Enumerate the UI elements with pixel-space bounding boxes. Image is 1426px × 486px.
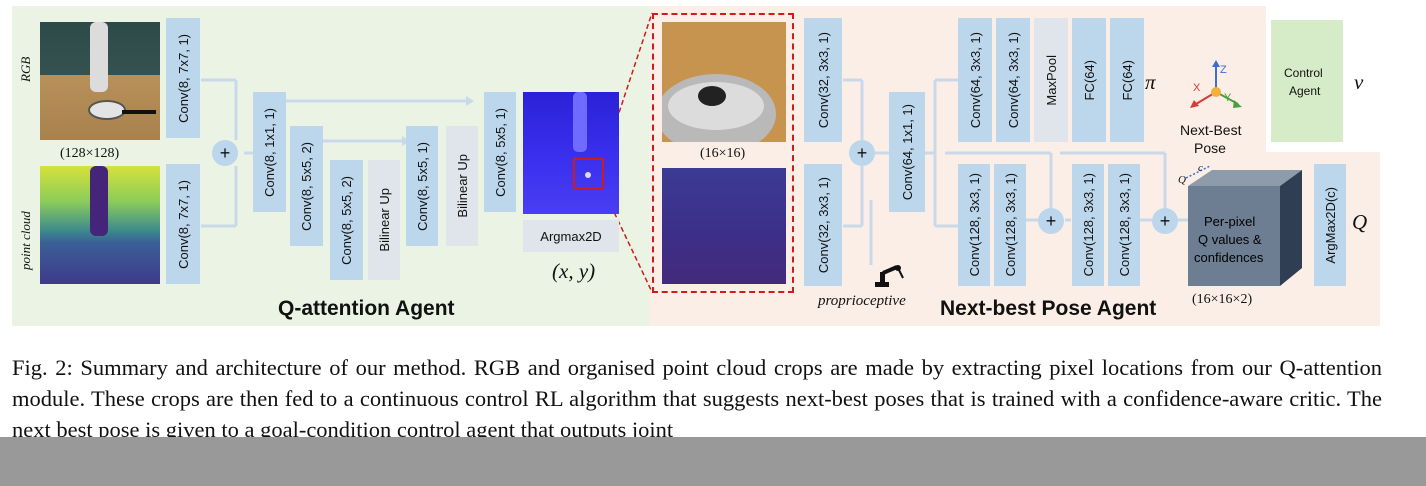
conv-32-bottom-box: Conv(32, 3x3, 1)	[804, 164, 842, 286]
robot-arm-icon-svg	[875, 265, 904, 287]
crop-frame	[652, 13, 794, 293]
figure-caption: Fig. 2: Summary and architecture of our …	[12, 355, 1382, 442]
point-cloud-label: point cloud	[18, 211, 33, 270]
point-cloud-crop-image	[662, 168, 786, 284]
cube-text-1: Per-pixel	[1204, 214, 1256, 229]
v-label: v	[1354, 70, 1364, 94]
axes-icon	[1190, 60, 1242, 108]
bilinear-up-2-box: Bilinear Up	[446, 126, 478, 246]
conv-5x5-c-box: Conv(8, 5x5, 1)	[406, 126, 438, 246]
add-icon: +	[849, 140, 875, 166]
rgb-label: RGB	[18, 56, 33, 82]
conv-5x5-a-box: Conv(8, 5x5, 2)	[290, 126, 323, 246]
conv-5x5-c-text: Conv(8, 5x5, 1)	[414, 141, 430, 231]
axis-y-label: Y	[1224, 92, 1232, 104]
conv-128-c-box: Conv(128, 3x3, 1)	[1072, 164, 1104, 286]
argmax2d-box: Argmax2D	[523, 220, 619, 252]
pi-label: π	[1145, 70, 1156, 94]
conv-128-b-box: Conv(128, 3x3, 1)	[994, 164, 1026, 286]
conv-64-a-text: Conv(64, 3x3, 1)	[967, 31, 983, 129]
q-value-cube	[1185, 165, 1302, 286]
cube-c-label: c	[1198, 162, 1203, 174]
conv-1x1-box: Conv(8, 1x1, 1)	[253, 92, 286, 212]
conv-32-bottom-text: Conv(32, 3x3, 1)	[815, 176, 831, 274]
cube-text-2: Q values &	[1198, 232, 1262, 247]
conv-5x5-a-text: Conv(8, 5x5, 2)	[299, 141, 314, 231]
bilinear-up-1-text: Bilinear Up	[376, 188, 392, 252]
conv-5x5-d-text: Conv(8, 5x5, 1)	[492, 107, 508, 197]
conv-5x5-b-box: Conv(8, 5x5, 2)	[330, 160, 363, 280]
add-icon: +	[212, 140, 238, 166]
bilinear-up-2-text: Bilinear Up	[454, 154, 470, 218]
argmax2d-text: Argmax2D	[540, 228, 602, 244]
conv-1x1-text: Conv(8, 1x1, 1)	[262, 107, 277, 197]
argmax-c-box: ArgMax2D(c)	[1314, 164, 1346, 286]
add-icon: +	[1038, 208, 1064, 234]
proprioceptive-label: proprioceptive	[818, 293, 906, 309]
maxpool-text: MaxPool	[1043, 54, 1059, 106]
conv-5x5-b-text: Conv(8, 5x5, 2)	[339, 175, 354, 265]
conv-128-b-text: Conv(128, 3x3, 1)	[1002, 173, 1018, 277]
conv-32-top-text: Conv(32, 3x3, 1)	[815, 31, 831, 129]
conv-rgb-box: Conv(8, 7x7, 1)	[166, 18, 200, 138]
xy-label: (x, y)	[552, 259, 596, 283]
conv-64-a-box: Conv(64, 3x3, 1)	[958, 18, 992, 142]
control-agent-box	[1271, 20, 1343, 142]
next-best-pose-label-1: Next-Best	[1180, 122, 1242, 138]
cube-size-label: (16×16×2)	[1192, 292, 1253, 307]
conv-128-a-text: Conv(128, 3x3, 1)	[966, 173, 982, 277]
point-cloud-image	[40, 166, 160, 284]
control-agent-label-1: Control	[1284, 66, 1323, 80]
conv-128-c-text: Conv(128, 3x3, 1)	[1080, 173, 1096, 277]
rgb-crop-image	[662, 22, 786, 142]
bilinear-up-1-box: Bilinear Up	[368, 160, 400, 280]
fc-a-box: FC(64)	[1072, 18, 1106, 142]
maxpool-box: MaxPool	[1034, 18, 1068, 142]
conv-rgb-text: Conv(8, 7x7, 1)	[175, 33, 191, 123]
conv-32-top-box: Conv(32, 3x3, 1)	[804, 18, 842, 142]
conv-pc-text: Conv(8, 7x7, 1)	[175, 179, 191, 269]
input-size-label: (128×128)	[60, 146, 120, 161]
cube-q-label: Q	[1178, 174, 1186, 186]
cube-text-3: confidences	[1194, 250, 1264, 265]
conv-128-a-box: Conv(128, 3x3, 1)	[958, 164, 990, 286]
argmax-c-text: ArgMax2D(c)	[1322, 186, 1338, 264]
next-best-pose-label-2: Pose	[1194, 140, 1226, 156]
conv-64-1x1-box: Conv(64, 1x1, 1)	[889, 92, 925, 212]
rgb-image	[40, 22, 160, 140]
q-attention-title: Q-attention Agent	[278, 297, 455, 320]
conv-64-b-text: Conv(64, 3x3, 1)	[1005, 31, 1021, 129]
conv-128-d-box: Conv(128, 3x3, 1)	[1108, 164, 1140, 286]
control-agent-label-2: Agent	[1289, 84, 1321, 98]
add-icon: +	[1152, 208, 1178, 234]
fc-b-text: FC(64)	[1119, 59, 1135, 101]
axis-x-label: X	[1193, 82, 1201, 94]
conv-128-d-text: Conv(128, 3x3, 1)	[1116, 173, 1132, 277]
attention-map-image	[523, 92, 619, 214]
fc-b-box: FC(64)	[1110, 18, 1144, 142]
axis-z-label: Z	[1220, 64, 1227, 76]
fc-a-text: FC(64)	[1081, 59, 1097, 101]
conv-64-b-box: Conv(64, 3x3, 1)	[996, 18, 1030, 142]
conv-pc-box: Conv(8, 7x7, 1)	[166, 164, 200, 284]
conv-5x5-d-box: Conv(8, 5x5, 1)	[484, 92, 516, 212]
gray-overlay-band	[0, 437, 1426, 486]
robot-arm-icon	[873, 264, 907, 288]
q-label: Q	[1352, 210, 1368, 234]
next-best-pose-title: Next-best Pose Agent	[940, 297, 1157, 320]
crop-size-label: (16×16)	[700, 146, 746, 161]
conv-64-1x1-text: Conv(64, 1x1, 1)	[899, 103, 915, 201]
